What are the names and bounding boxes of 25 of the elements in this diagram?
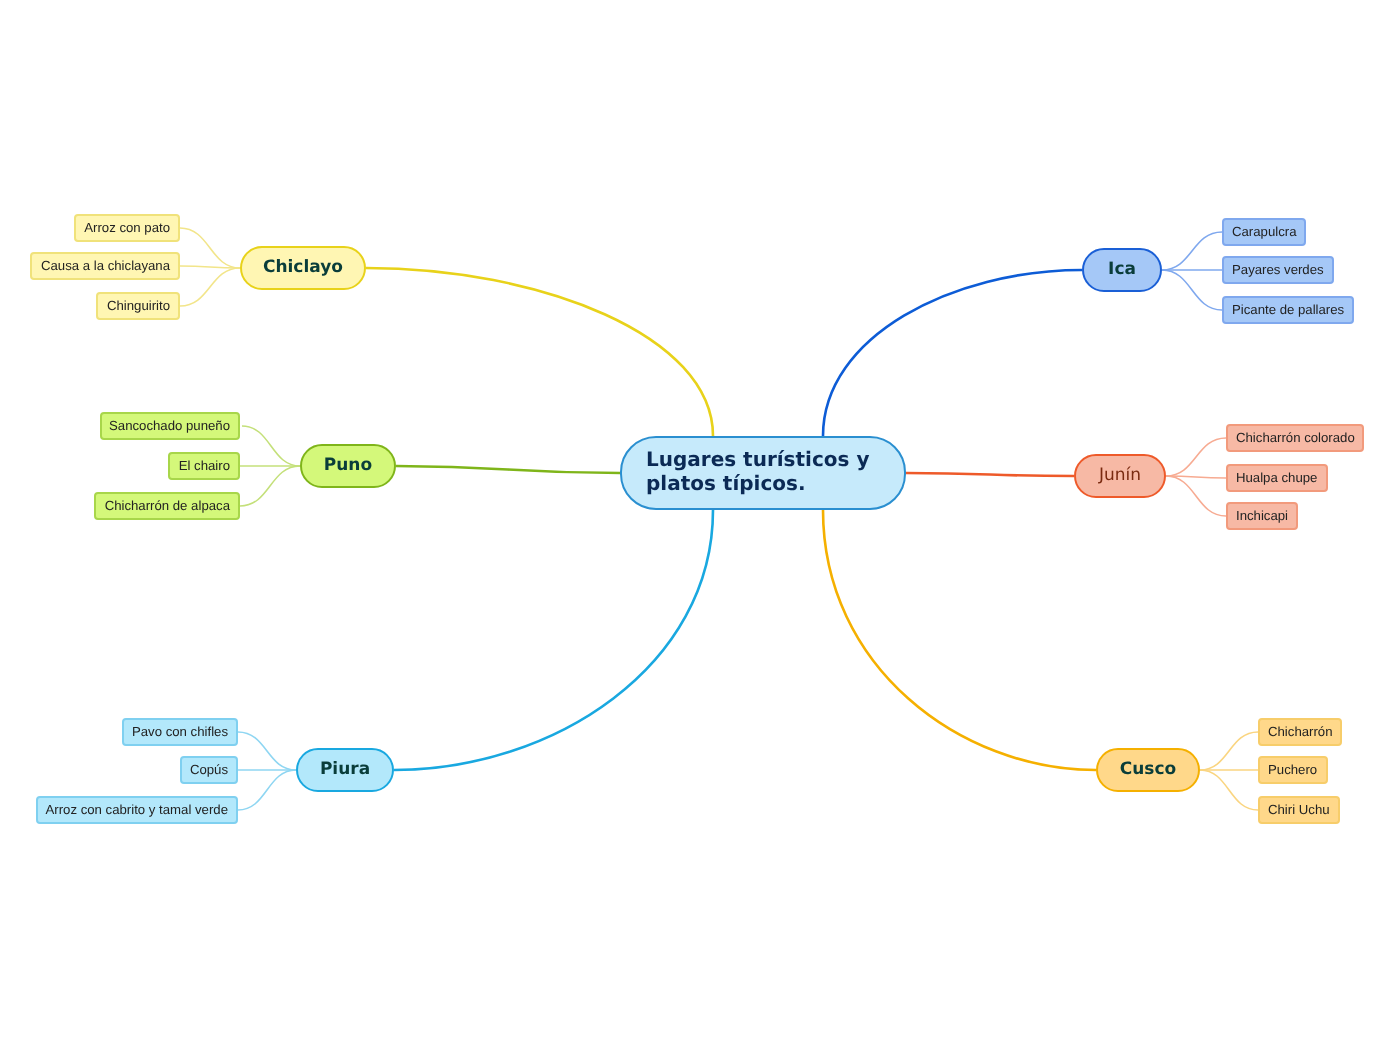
topic-box: Piura	[296, 748, 394, 792]
connector-line	[393, 509, 715, 772]
central-topic: Lugares turísticos y platos típicos.	[620, 436, 906, 510]
topic-box: Cusco	[1096, 748, 1200, 792]
connector-line	[821, 509, 1097, 772]
connector-line	[396, 464, 620, 475]
connector-line	[1161, 269, 1223, 311]
connector-line	[239, 465, 301, 507]
connector-line	[365, 266, 715, 437]
connector-line	[1165, 475, 1227, 479]
connector-line	[1161, 269, 1223, 271]
topic-box: Ica	[1082, 248, 1162, 292]
connector-line	[906, 471, 1074, 478]
connector-line	[237, 769, 297, 771]
connector-line	[239, 465, 301, 467]
connector-line	[179, 267, 241, 307]
connector-line	[1199, 769, 1259, 771]
topic-box: Junín	[1074, 454, 1166, 498]
topic-box: Chiclayo	[240, 246, 366, 290]
connector-line	[821, 268, 1083, 437]
connector-line	[1199, 769, 1259, 811]
topic-box: Puno	[300, 444, 396, 488]
connector-line	[237, 769, 297, 811]
connector-line	[1165, 475, 1227, 517]
connector-line	[179, 265, 241, 269]
